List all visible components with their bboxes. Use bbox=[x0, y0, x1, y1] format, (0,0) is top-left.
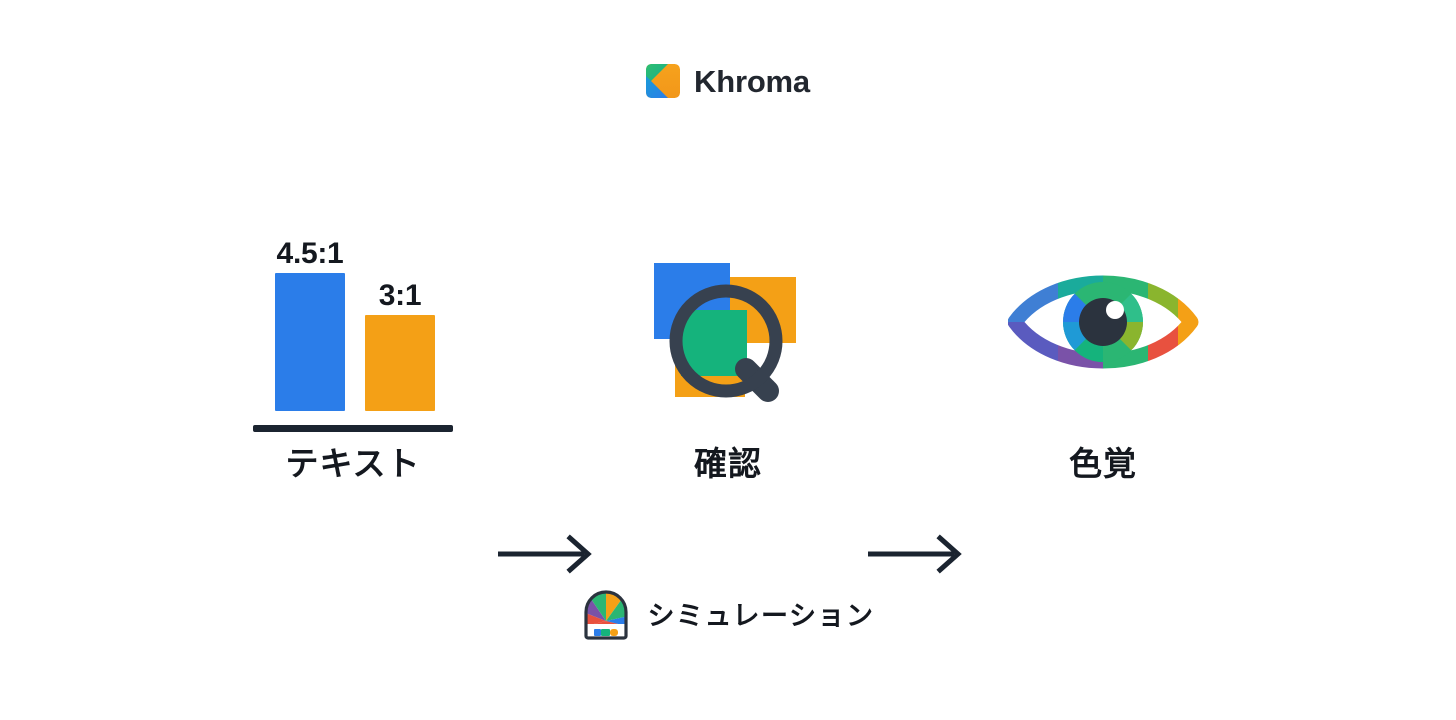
color-wheel-simulation-icon bbox=[582, 590, 630, 642]
brand-name: Khroma bbox=[694, 63, 810, 99]
flow-step-check: 確認 bbox=[578, 212, 878, 512]
footer-simulation: シミュレーション bbox=[0, 590, 1456, 642]
chart-baseline-axis bbox=[253, 425, 453, 432]
bar-value-label: 3:1 bbox=[378, 279, 422, 312]
eye-highlight bbox=[1106, 301, 1124, 319]
flow-step-vision: 色覚 bbox=[953, 212, 1253, 512]
flow-step-text: 4.5:1 3:1 テキスト bbox=[203, 212, 503, 512]
magnifier-color-squares-icon bbox=[578, 212, 878, 432]
magnifier-color-squares-svg bbox=[654, 263, 796, 402]
bar-rect bbox=[365, 315, 435, 411]
chip-orange bbox=[609, 629, 618, 636]
chip-green bbox=[600, 629, 610, 636]
chart-bar: 3:1 bbox=[365, 281, 435, 411]
bar-rect bbox=[275, 273, 345, 411]
rainbow-eye-icon bbox=[953, 212, 1253, 432]
bar-value-label: 4.5:1 bbox=[276, 237, 344, 270]
magnifier-lens-ring bbox=[669, 284, 783, 398]
khroma-logo-icon bbox=[646, 64, 681, 98]
contrast-bar-chart-icon: 4.5:1 3:1 bbox=[203, 212, 503, 432]
footer-label: シミュレーション bbox=[647, 600, 875, 631]
chip-blue bbox=[593, 629, 601, 636]
flow-step-label: テキスト bbox=[285, 445, 421, 482]
chart-bar: 4.5:1 bbox=[275, 239, 345, 411]
rainbow-eye-svg bbox=[1008, 257, 1203, 387]
accessibility-flow: 4.5:1 3:1 テキスト bbox=[0, 212, 1456, 574]
contrast-ratio-chart: 4.5:1 3:1 bbox=[203, 212, 503, 432]
brand-header: Khroma bbox=[0, 64, 1456, 98]
flow-step-label: 確認 bbox=[694, 445, 762, 482]
arrow-right-icon bbox=[496, 530, 596, 576]
color-wheel-segments bbox=[585, 592, 626, 626]
flow-step-label: 色覚 bbox=[1069, 445, 1137, 482]
arch-outline bbox=[583, 590, 628, 640]
arrow-right-icon bbox=[866, 530, 966, 576]
chart-plot-area: 4.5:1 3:1 bbox=[253, 212, 453, 417]
